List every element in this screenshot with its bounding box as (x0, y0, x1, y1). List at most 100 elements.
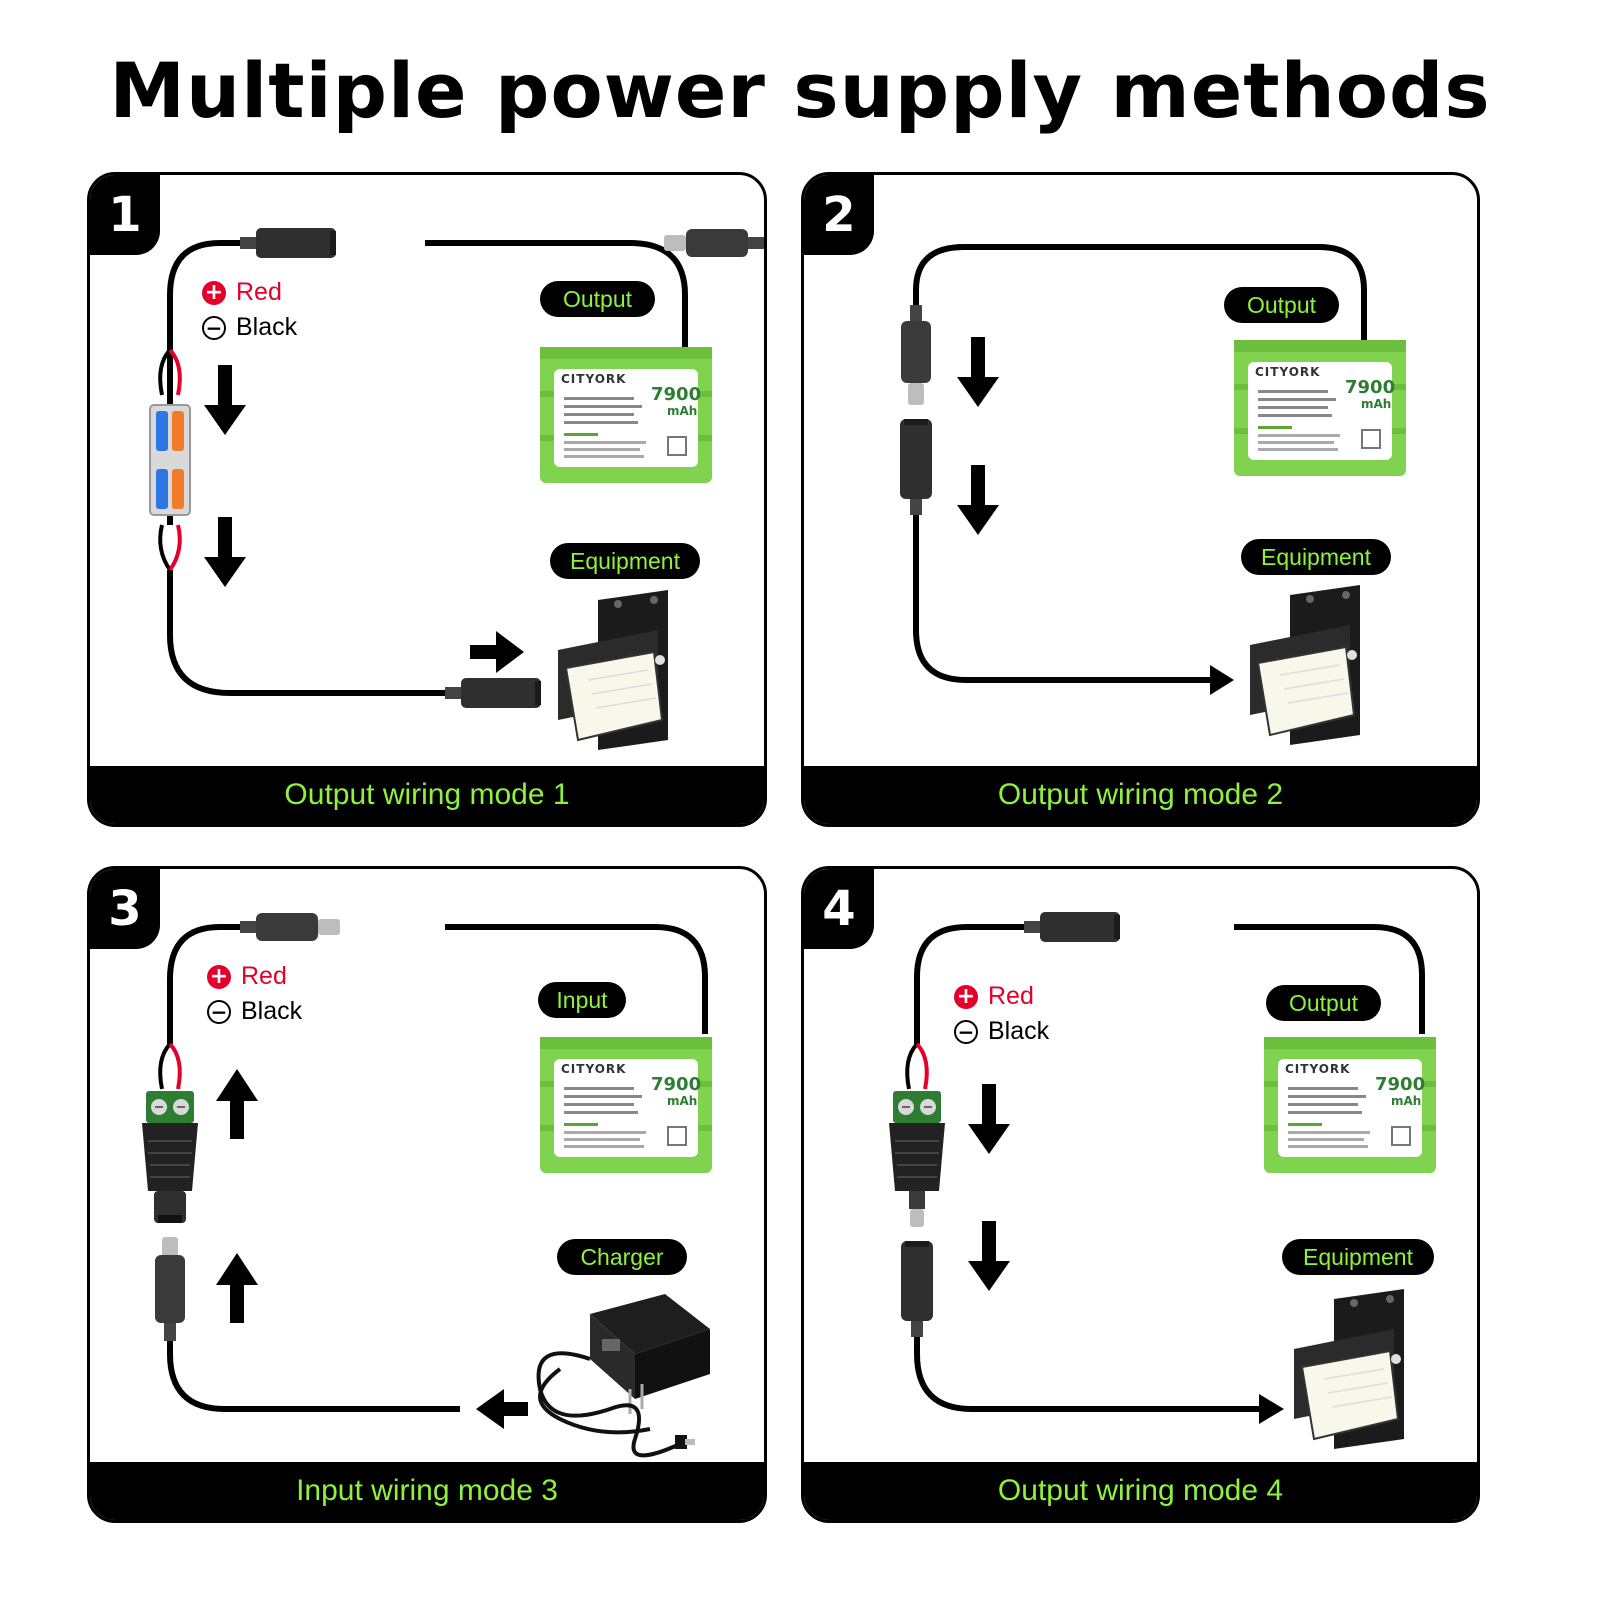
arrow-down (957, 337, 999, 407)
battery-brand: CITYORK (561, 1062, 627, 1076)
arrow-down (968, 1084, 1010, 1154)
wire (913, 244, 1367, 340)
battery-capacity-unit: mAh (1361, 397, 1392, 411)
label-equipment: Equipment (1282, 1239, 1434, 1275)
page-title: Multiple power supply methods (109, 46, 1491, 135)
red-wire (915, 1042, 929, 1090)
wiring-diagram-2 (900, 244, 1407, 746)
wall-light (557, 589, 669, 751)
battery-brand: CITYORK (1255, 365, 1321, 379)
panel-footer: Input wiring mode 3 (90, 1462, 764, 1520)
battery-capacity-unit: mAh (667, 1094, 698, 1108)
terminal-block-adapter (888, 1090, 946, 1192)
battery-capacity: 7900 (651, 1074, 702, 1095)
black-wire (158, 348, 172, 396)
arrow-down (968, 1221, 1010, 1291)
wall-charger (536, 1294, 710, 1458)
legend-red: Red (236, 278, 282, 306)
panel-footer: Output wiring mode 4 (804, 1462, 1477, 1520)
label-input: Input (538, 982, 626, 1018)
arrow-right (470, 631, 524, 673)
dc-female-jack (1024, 912, 1120, 942)
battery-capacity: 7900 (1345, 377, 1396, 398)
battery-capacity: 7900 (1375, 1074, 1426, 1095)
label-equipment: Equipment (550, 543, 700, 579)
panel-mode-1: 1 +Red −Black Output Equipment Output wi… (87, 172, 767, 827)
label-equipment: Equipment (1241, 539, 1391, 575)
wiring-diagram-1 (149, 228, 764, 751)
lever-connector (149, 404, 191, 516)
minus-icon: − (954, 1019, 978, 1044)
red-wire (168, 524, 182, 572)
black-wire (158, 1042, 172, 1090)
red-wire (168, 348, 182, 396)
wire (1234, 924, 1425, 1034)
arrow-down (204, 517, 246, 587)
legend-black: Black (988, 1017, 1050, 1045)
dc-female-jack (445, 678, 541, 708)
wire (167, 1341, 460, 1412)
wall-light (1249, 584, 1361, 746)
panel-footer: Output wiring mode 1 (90, 766, 764, 824)
plus-icon: + (207, 964, 231, 989)
label-output: Output (540, 281, 655, 317)
legend-black: Black (241, 997, 303, 1025)
arrow-left (476, 1389, 528, 1429)
wire (445, 924, 708, 1034)
wire (167, 924, 240, 1044)
red-wire (168, 1042, 182, 1090)
black-wire (905, 1042, 919, 1090)
arrow-right (1259, 1394, 1284, 1424)
label-output: Output (1224, 287, 1339, 323)
wire (425, 240, 688, 350)
panel-mode-4: 4 + Red −Black Output Equipment Output wi… (801, 866, 1480, 1523)
legend-red: Red (988, 982, 1034, 1010)
minus-icon: − (207, 999, 231, 1024)
arrow-right (1210, 665, 1234, 695)
panel-number: 3 (90, 869, 160, 949)
battery-brand: CITYORK (1285, 1062, 1351, 1076)
label-output: Output (1266, 985, 1381, 1021)
battery-brand: CITYORK (561, 372, 627, 386)
panel-number: 4 (804, 869, 874, 949)
wall-light (1293, 1288, 1405, 1450)
panel-mode-2: 2 Output Equipment Output wiring mode 2 (801, 172, 1480, 827)
dc-male-plug (240, 913, 340, 941)
wiring-diagram-4 (888, 912, 1437, 1450)
legend-black: Black (236, 313, 298, 341)
arrow-up (216, 1253, 258, 1323)
wire (167, 240, 240, 525)
wire-legend: +Red −Black (202, 275, 297, 345)
dc-male-plug (909, 1191, 925, 1227)
arrow-up (216, 1069, 258, 1139)
wire (914, 1337, 1264, 1412)
black-wire (158, 524, 172, 572)
panel-number: 2 (804, 175, 874, 255)
label-charger: Charger (557, 1239, 687, 1275)
dc-female-jack (900, 419, 932, 515)
dc-male-plug (901, 305, 931, 405)
plus-icon: + (954, 984, 978, 1009)
battery-capacity-unit: mAh (1391, 1094, 1422, 1108)
dc-male-plug (664, 229, 764, 257)
dc-female-jack (154, 1191, 186, 1223)
arrow-down (957, 465, 999, 535)
wire (167, 570, 445, 696)
dc-female-jack (901, 1241, 933, 1337)
panel-number: 1 (90, 175, 160, 255)
arrow-down (204, 365, 246, 435)
battery-capacity: 7900 (651, 384, 702, 405)
wire-legend: + Red −Black (207, 959, 302, 1029)
battery-capacity-unit: mAh (667, 404, 698, 418)
dc-female-jack (240, 228, 336, 258)
wire (913, 515, 1214, 683)
panel-footer: Output wiring mode 2 (804, 766, 1477, 824)
minus-icon: − (202, 315, 226, 340)
wire-legend: + Red −Black (954, 979, 1049, 1049)
wire (914, 924, 1024, 1044)
legend-red: Red (241, 962, 287, 990)
panel-mode-3: 3 + Red −Black Input Charger Input wiring… (87, 866, 767, 1523)
dc-male-plug (155, 1237, 185, 1341)
terminal-block-adapter (141, 1090, 199, 1192)
wiring-diagram-3 (141, 913, 713, 1458)
